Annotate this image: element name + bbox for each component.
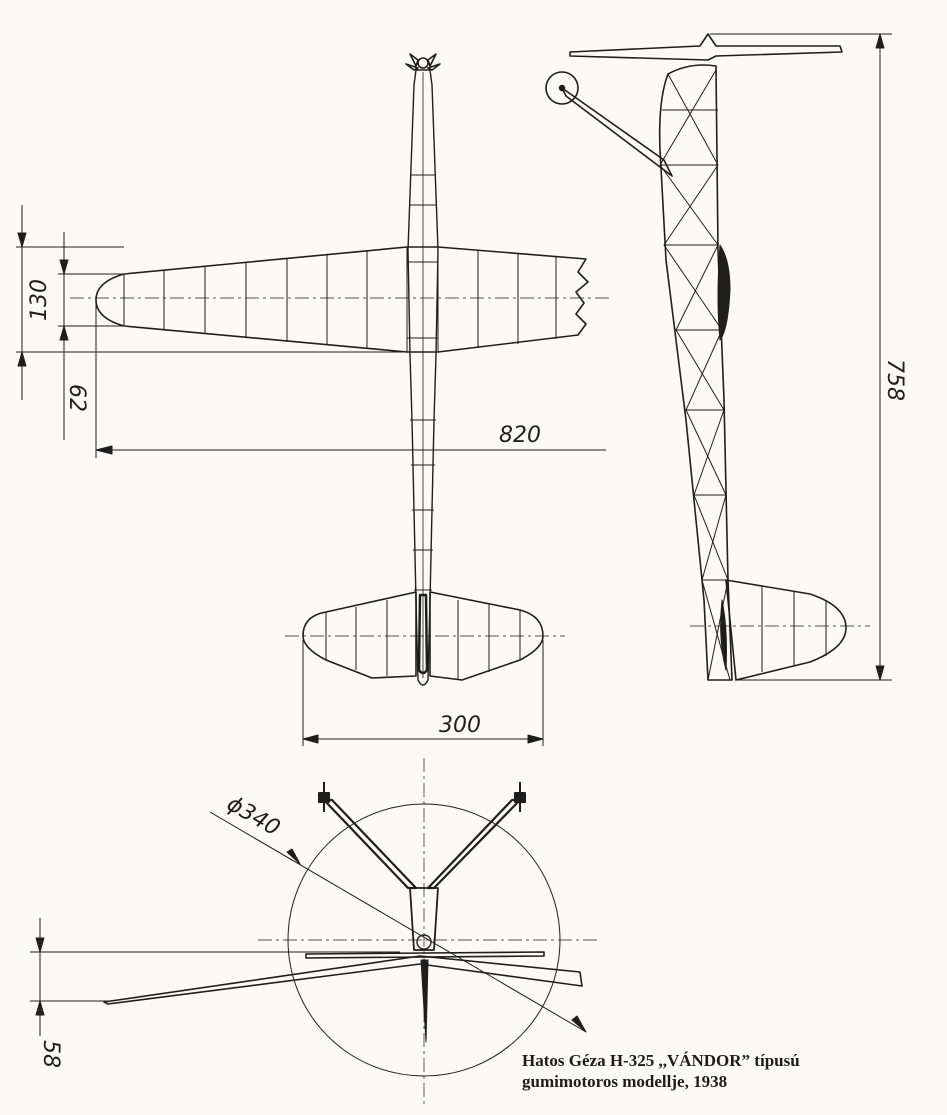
wing-front [103,955,583,1005]
offset-dimension-label: 62 [64,384,89,412]
figure-caption: Hatos Géza H-325 ,,VÁNDOR” típusú gumimo… [522,1050,932,1092]
dihedral-dimension-label: 58 [38,1040,63,1068]
wheel-front-left [318,782,330,812]
caption-line-2: gumimotoros modellje, 1938 [522,1072,728,1091]
dimension-lines [16,33,892,1036]
wing-top [95,246,589,353]
side-view [545,33,870,681]
chord-dimension-label: 130 [27,279,52,321]
prop-diameter-label: ϕ340 [223,791,284,841]
wheel-side [545,71,579,105]
span-dimension-label: 820 [499,423,541,448]
wing-side [569,33,843,61]
caption-line-1: Hatos Géza H-325 ,,VÁNDOR” típusú [522,1051,800,1070]
propeller-top [405,53,441,71]
top-view [70,53,610,686]
stab-span-dimension-label: 300 [439,713,481,738]
fuselage-side [658,64,733,681]
stabilizer-side [725,579,847,681]
length-dimension-label: 758 [882,359,907,401]
wheel-front-right [514,782,526,812]
